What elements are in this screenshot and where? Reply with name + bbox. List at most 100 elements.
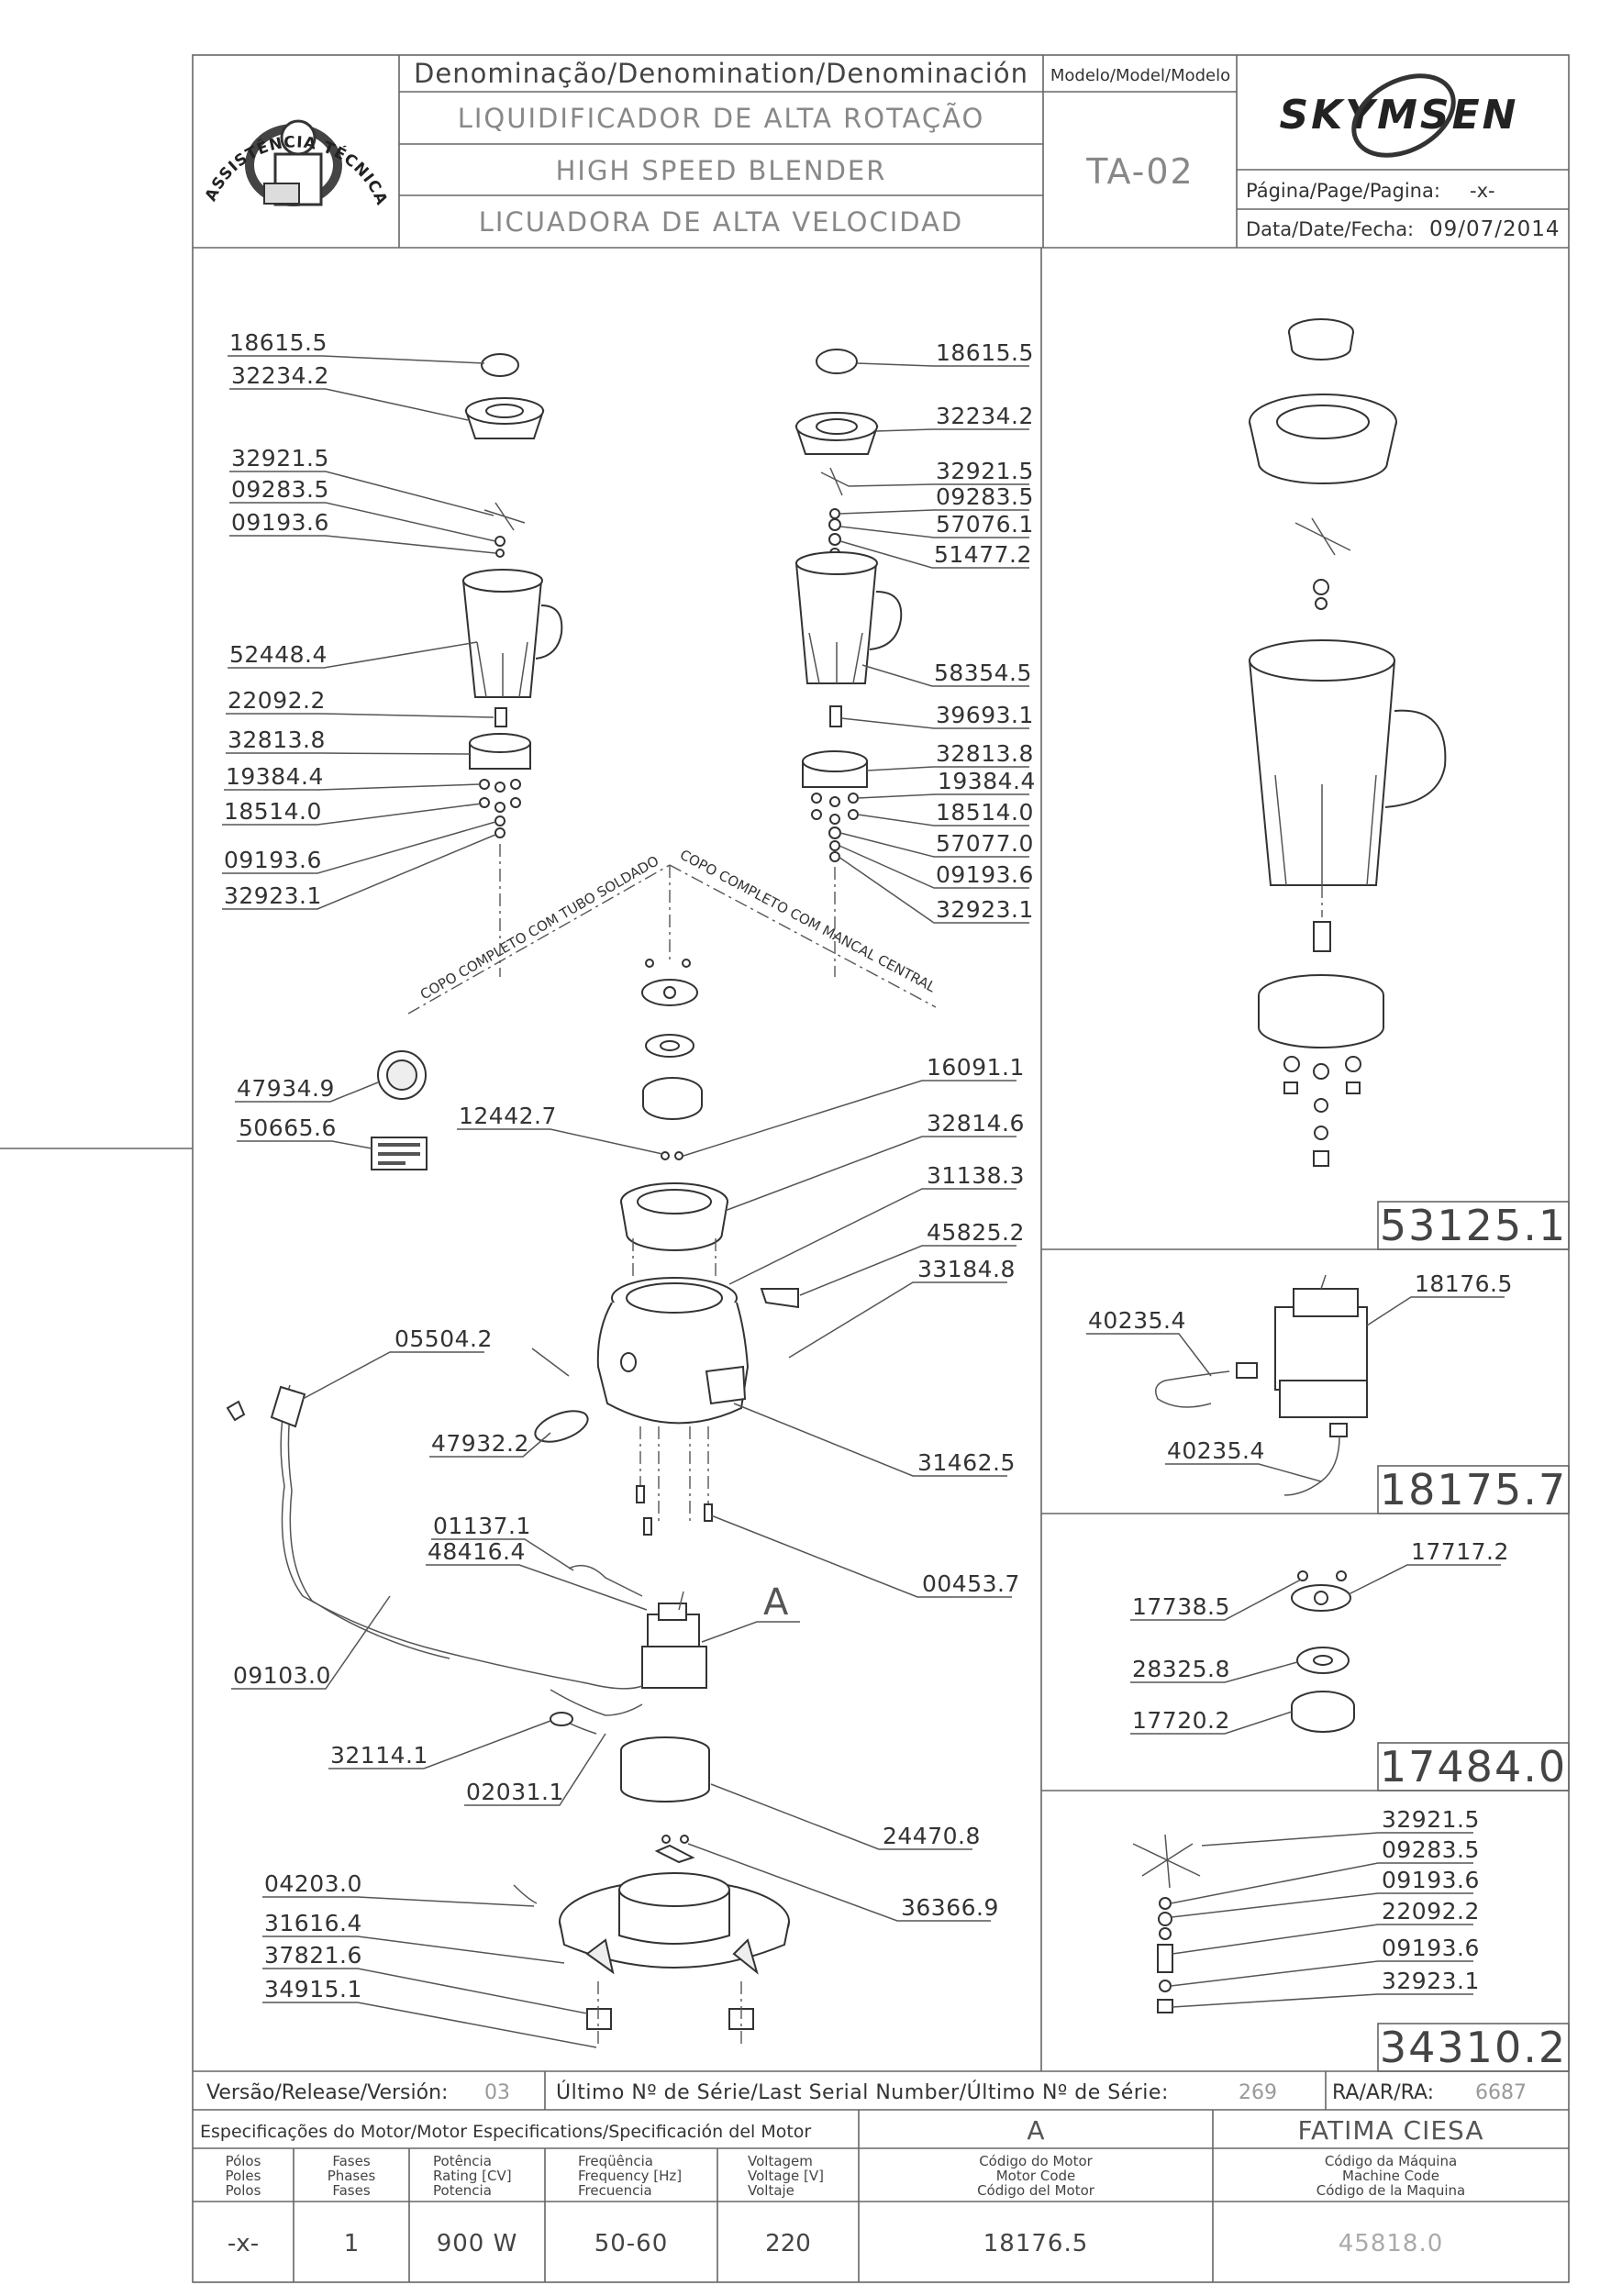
label-09103: 09103.0: [233, 1662, 331, 1689]
label-right-jar-8: 39693.1: [936, 702, 1034, 728]
spec-header-line: Polos: [226, 2182, 261, 2199]
product-name-es: LICUADORA DE ALTA VELOCIDAD: [479, 206, 964, 238]
spec-col-poles: Pólos Poles Polos -x-: [226, 2153, 261, 2257]
panel-blade: 32921.5 09283.5 09193.6 22092.2 09193.6 …: [1132, 1806, 1567, 2072]
spec-header-line: Voltagem: [748, 2153, 813, 2169]
code-blade: 34310.2: [1380, 2023, 1567, 2072]
label-31138: 31138.3: [927, 1162, 1025, 1189]
label-left-jar-8: 32813.8: [228, 727, 326, 753]
branch-label-soldered-tube: COPO COMPLETO COM TUBO SOLDADO: [417, 852, 661, 1003]
label-right-jar-2: 32234.2: [936, 403, 1034, 429]
spec-value-machine-code: 45818.0: [1339, 2230, 1444, 2257]
release-row: Versão/Release/Versión: 03 Último Nº de …: [206, 2080, 1527, 2104]
product-name-en: HIGH SPEED BLENDER: [556, 155, 887, 186]
label-37821: 37821.6: [264, 1942, 362, 1969]
page-label: Página/Page/Pagina:: [1246, 180, 1440, 202]
serial-label: Último Nº de Série/Last Serial Number/Úl…: [556, 2080, 1169, 2104]
label-left-jar-4: 09283.5: [231, 476, 329, 503]
label-coupling-28325: 28325.8: [1132, 1656, 1230, 1682]
spec-header-line: Código da Máquina: [1325, 2153, 1457, 2169]
panel-jar-assembly: 53125.1: [1248, 318, 1565, 1250]
label-04203: 04203.0: [264, 1870, 362, 1897]
label-coupling-17720: 17720.2: [1132, 1707, 1230, 1734]
label-coupling-17717: 17717.2: [1411, 1538, 1509, 1565]
label-00453: 00453.7: [922, 1570, 1020, 1597]
code-coupling: 17484.0: [1380, 1742, 1567, 1791]
authorized-service-seal-logo: ASSISTÊNCIA TÉCNICA AUTORIZADA: [0, 0, 390, 208]
label-right-jar-9: 32813.8: [936, 740, 1034, 767]
label-blade-5: 09193.6: [1382, 1935, 1480, 1961]
label-16091: 16091.1: [927, 1054, 1025, 1081]
brand-name: SKYMSEN: [1279, 92, 1518, 139]
label-motor-cable-1: 40235.4: [1088, 1307, 1186, 1334]
motor-spec-table: Especificações do Motor/Motor Especifica…: [200, 2115, 1483, 2257]
label-warning-sticker: 50665.6: [239, 1115, 337, 1141]
ra-value: 6687: [1475, 2081, 1527, 2104]
label-blade-4: 22092.2: [1382, 1898, 1480, 1924]
drawing-frame: [0, 54, 1570, 2283]
motor-spec-title: Especificações do Motor/Motor Especifica…: [200, 2122, 811, 2142]
model-value: TA-02: [1085, 151, 1194, 192]
label-right-jar-1: 18615.5: [936, 339, 1034, 366]
label-right-jar-7: 58354.5: [934, 660, 1032, 686]
label-right-jar-12: 57077.0: [936, 830, 1034, 857]
model-label: Modelo/Model/Modelo: [1050, 66, 1230, 85]
label-32114: 32114.1: [330, 1742, 428, 1769]
label-left-jar-2: 32234.2: [231, 362, 329, 389]
spec-header-line: Frequency [Hz]: [578, 2168, 682, 2184]
label-left-jar-3: 32921.5: [231, 445, 329, 471]
label-motor-18176: 18176.5: [1415, 1270, 1513, 1297]
label-right-jar-3: 32921.5: [936, 458, 1034, 484]
label-left-jar-12: 32923.1: [224, 882, 322, 909]
spec-header-line: Motor Code: [996, 2168, 1076, 2184]
spec-header-line: Machine Code: [1342, 2168, 1439, 2184]
spec-header-line: Freqüência: [578, 2153, 653, 2169]
serial-value: 269: [1239, 2081, 1277, 2104]
label-blade-6: 32923.1: [1382, 1968, 1480, 1994]
label-31462: 31462.5: [917, 1449, 1016, 1476]
spec-header-line: Fases: [332, 2153, 370, 2169]
label-right-jar-6: 51477.2: [934, 541, 1032, 568]
motor-reference: A: [1027, 2115, 1044, 2146]
spec-col-phases: Fases Phases Fases 1: [328, 2153, 376, 2257]
panel-coupling: 17717.2 17738.5 28325.8 17720.2 17484.0: [1130, 1538, 1567, 1791]
spec-value-phases: 1: [344, 2230, 360, 2257]
code-motor: 18175.7: [1380, 1465, 1567, 1514]
spec-header-line: Voltage [V]: [748, 2168, 824, 2184]
label-33184: 33184.8: [917, 1256, 1016, 1282]
label-left-jar-9: 19384.4: [226, 763, 324, 790]
label-48416: 48416.4: [428, 1538, 526, 1565]
spec-header-line: Código de la Maquina: [1316, 2182, 1465, 2199]
spec-header-line: Potência: [433, 2153, 492, 2169]
panel-motor: 18176.5 40235.4 40235.4 18175.7: [1086, 1270, 1567, 1514]
part-labels-left-jar: 18615.5 32234.2 32921.5 09283.5 09193.6 …: [222, 329, 496, 910]
label-31616: 31616.4: [264, 1910, 362, 1936]
spec-col-voltage: Voltagem Voltage [V] Voltaje 220: [748, 2153, 824, 2257]
spec-header-line: Voltaje: [748, 2182, 794, 2199]
spec-value-voltage: 220: [765, 2230, 811, 2257]
label-02031: 02031.1: [466, 1779, 564, 1805]
ra-label: RA/AR/RA:: [1332, 2081, 1434, 2104]
spec-header-line: Pólos: [226, 2153, 261, 2169]
part-labels-right-jar: 18615.5 32234.2 32921.5 09283.5 57076.1 …: [838, 339, 1035, 924]
spec-col-frequency: Freqüência Frequency [Hz] Frecuencia 50-…: [578, 2153, 682, 2257]
label-left-jar-10: 18514.0: [224, 798, 322, 825]
label-coupling-17738: 17738.5: [1132, 1593, 1230, 1620]
spec-header-line: Potencia: [433, 2182, 492, 2199]
label-left-jar-6: 52448.4: [229, 641, 328, 668]
spec-header-line: Fases: [332, 2182, 370, 2199]
brand-logo: SKYMSEN: [1279, 73, 1518, 158]
label-12442: 12442.7: [459, 1103, 557, 1129]
label-32814: 32814.6: [927, 1110, 1025, 1137]
spec-col-rating: Potência Rating [CV] Potencia 900 W: [433, 2153, 517, 2257]
manufacturer: FATIMA CIESA: [1297, 2115, 1483, 2146]
label-47932: 47932.2: [431, 1430, 529, 1457]
spec-header-line: Frecuencia: [578, 2182, 652, 2199]
label-05504: 05504.2: [394, 1325, 493, 1352]
spec-header-line: Poles: [226, 2168, 261, 2184]
spec-value-rating: 900 W: [437, 2230, 518, 2257]
label-45825: 45825.2: [927, 1219, 1025, 1246]
label-left-jar-7: 22092.2: [228, 687, 326, 714]
label-blade-2: 09283.5: [1382, 1836, 1480, 1863]
spec-value-poles: -x-: [228, 2230, 259, 2257]
